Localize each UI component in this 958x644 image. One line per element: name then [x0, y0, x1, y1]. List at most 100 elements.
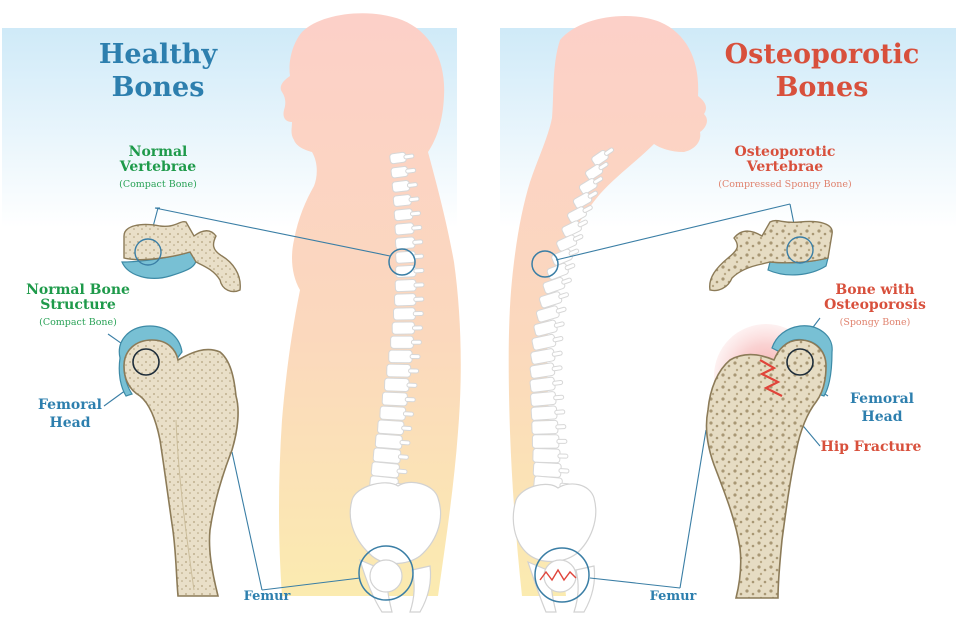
vertebra-icon: [394, 236, 416, 250]
bottom-white: [0, 600, 958, 644]
normal-vertebrae-line1: Normal: [128, 144, 188, 160]
healthy-femur-icon: [118, 325, 239, 597]
vertebra-process-icon: [552, 336, 564, 343]
vertebra-process-icon: [554, 409, 566, 415]
vertebra-icon: [390, 335, 414, 349]
vertebra-process-icon: [408, 196, 420, 203]
vertebra-process-icon: [555, 424, 567, 430]
normal-bone-structure-label: Normal Bone Structure: [18, 282, 138, 314]
vertebra-process-icon: [604, 147, 614, 156]
left-femoral-head-line2: Head: [49, 415, 91, 432]
vertebra-icon: [391, 321, 416, 335]
normal-vertebrae-line2: Vertebrae: [119, 159, 197, 176]
vertebra-process-icon: [413, 268, 425, 274]
vertebra-process-icon: [572, 234, 584, 242]
vertebra-process-icon: [551, 350, 563, 357]
vertebra-process-icon: [410, 339, 422, 345]
vertebra-process-icon: [552, 380, 564, 386]
osteoporotic-vertebrae-sub: (Compressed Spongy Bone): [718, 179, 852, 190]
right-femoral-head-label: Femoral Head: [842, 391, 922, 426]
osteoporotic-title-line1: Osteoporotic: [724, 39, 920, 70]
magnifier-circle-icon: [534, 547, 590, 603]
vertebra-icon: [377, 419, 405, 436]
vertebra-process-icon: [404, 396, 416, 403]
vertebra-process-icon: [561, 277, 572, 285]
vertebra-process-icon: [564, 263, 576, 271]
osteoporotic-vertebrae-line1: Osteoporotic: [734, 144, 836, 160]
vertebra-icon: [374, 433, 403, 450]
osteoporotic-body-silhouette: [508, 16, 707, 596]
normal-vertebra-icon: [121, 220, 241, 293]
vertebra-process-icon: [399, 439, 411, 446]
vertebra-process-icon: [409, 210, 421, 217]
vertebra-process-icon: [587, 190, 598, 199]
hip-fracture-label: Hip Fracture: [820, 439, 922, 455]
vertebra-process-icon: [577, 219, 588, 228]
vertebra-icon: [394, 222, 415, 236]
vertebra-process-icon: [558, 468, 570, 474]
healthy-body-silhouette: [279, 13, 461, 596]
bone-osteoporosis-line2: Osteoporosis: [824, 297, 926, 314]
healthy-title-line1: Healthy: [98, 39, 218, 70]
normal-vertebrae-sub: (Compact Bone): [119, 179, 197, 190]
vertebra-icon: [379, 405, 407, 421]
vertebra-process-icon: [411, 325, 423, 331]
left-femoral-head-label: Femoral Head: [30, 397, 110, 432]
vertebra-icon: [395, 264, 417, 278]
vertebra-process-icon: [411, 225, 423, 231]
vertebra-process-icon: [413, 282, 425, 288]
fracture-icon: [539, 568, 577, 582]
vertebra-icon: [394, 278, 417, 293]
vertebra-process-icon: [598, 161, 609, 171]
osteoporotic-title: Osteoporotic Bones: [722, 40, 922, 102]
vertebra-process-icon: [406, 182, 418, 188]
left-femur-label: Femur: [243, 589, 291, 604]
vertebra-icon: [386, 363, 412, 378]
vertebra-process-icon: [397, 454, 409, 460]
healthy-pelvis-icon: [349, 481, 442, 613]
osteoporotic-femur-icon: [705, 324, 833, 599]
vertebra-process-icon: [403, 153, 415, 160]
vertebra-process-icon: [406, 382, 418, 388]
osteoporotic-title-line2: Bones: [775, 72, 869, 104]
magnifier-circle-icon: [388, 248, 416, 276]
healthy-title: Healthy Bones: [88, 40, 228, 102]
normal-structure-line2: Structure: [40, 297, 116, 314]
bone-with-osteoporosis-sub: (Spongy Bone): [839, 317, 911, 328]
vertebra-icon: [392, 307, 416, 321]
vertebra-icon: [393, 293, 417, 307]
left-femoral-head-line1: Femoral: [38, 397, 102, 413]
osteoporotic-vertebrae-line2: Vertebrae: [746, 159, 824, 176]
vertebra-process-icon: [413, 296, 425, 302]
vertebra-process-icon: [582, 205, 593, 213]
vertebra-process-icon: [412, 311, 424, 317]
hip-fracture-icon: [759, 359, 783, 397]
healthy-title-line2: Bones: [111, 72, 205, 104]
vertebra-icon: [530, 391, 557, 407]
normal-structure-line1: Normal Bone: [26, 282, 130, 298]
vertebra-process-icon: [408, 368, 420, 374]
vertebra-process-icon: [412, 239, 424, 245]
vertebra-process-icon: [396, 468, 408, 475]
magnifier-circle-icon: [531, 250, 559, 278]
right-femoral-head-line1: Femoral: [850, 391, 914, 407]
right-femur-label: Femur: [649, 589, 697, 604]
vertebra-process-icon: [551, 365, 563, 372]
normal-vertebrae-label: Normal Vertebrae: [98, 144, 218, 176]
vertebra-process-icon: [409, 354, 421, 360]
vertebra-icon: [530, 405, 558, 421]
vertebra-icon: [531, 434, 560, 449]
bone-with-osteoporosis-label: Bone with Osteoporosis: [815, 282, 935, 314]
vertebra-process-icon: [556, 438, 568, 444]
vertebra-icon: [372, 447, 402, 464]
vertebra-process-icon: [401, 425, 413, 431]
vertebra-process-icon: [593, 176, 604, 185]
vertebra-icon: [388, 349, 413, 364]
right-femoral-head-line2: Head: [861, 409, 903, 426]
vertebra-icon: [532, 448, 561, 464]
vertebra-process-icon: [558, 292, 569, 300]
vertebra-process-icon: [555, 306, 567, 314]
vertebra-process-icon: [405, 167, 417, 174]
